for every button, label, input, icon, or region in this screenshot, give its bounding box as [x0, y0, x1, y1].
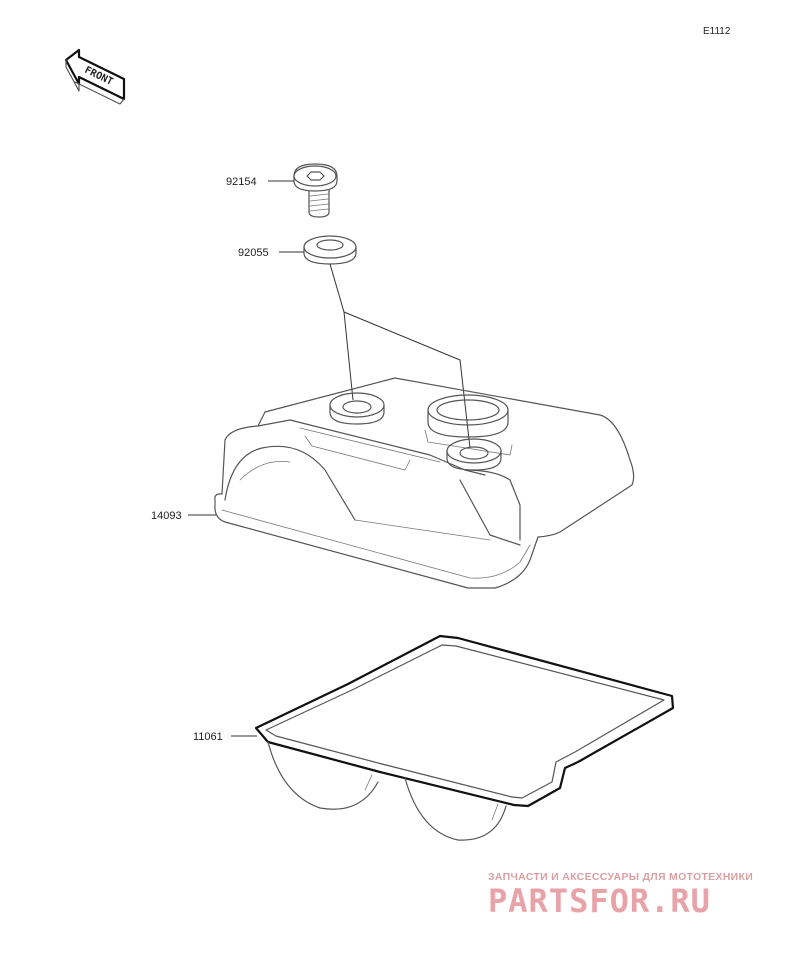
front-direction-arrow-icon: FRONT	[64, 48, 126, 105]
watermark-tagline: ЗАПЧАСТИ И АКСЕССУАРЫ ДЛЯ МОТОТЕХНИКИ	[488, 871, 753, 883]
watermark: ЗАПЧАСТИ И АКСЕССУАРЫ ДЛЯ МОТОТЕХНИКИ PA…	[488, 871, 753, 920]
part-number-bolt: 92154	[226, 176, 257, 188]
diagram-code: E1112	[703, 26, 731, 37]
part-number-washer: 92055	[238, 247, 269, 259]
part-number-cover: 14093	[151, 510, 182, 522]
cylinder-head-cover-part	[214, 377, 635, 589]
watermark-brand: PARTSFOR.RU	[488, 882, 711, 920]
front-label: FRONT	[83, 65, 115, 88]
bolt-part	[293, 163, 338, 218]
gasket-part	[254, 634, 675, 841]
washer-leader-lines	[329, 263, 471, 449]
washer-part	[303, 235, 357, 265]
part-number-gasket: 11061	[193, 731, 223, 743]
